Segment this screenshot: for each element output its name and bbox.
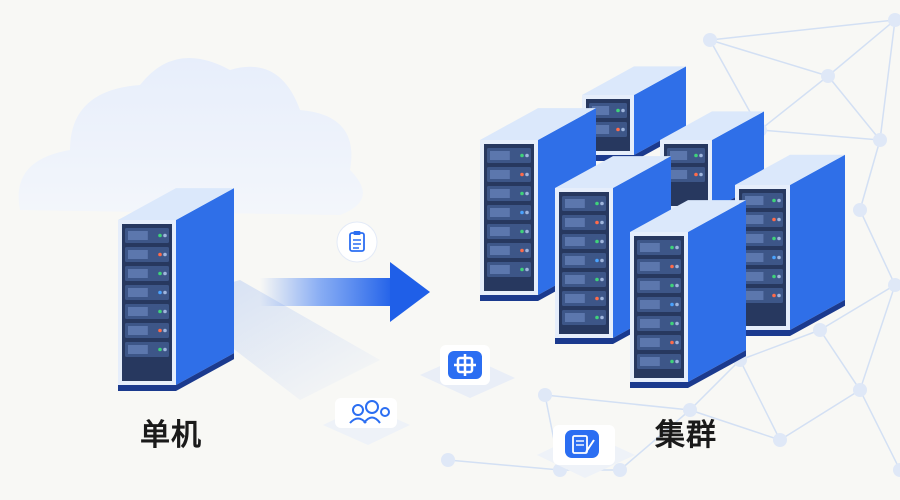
server-rack: [735, 154, 845, 336]
migration-arrow: [260, 262, 430, 322]
network-node: [888, 13, 900, 27]
server-rack: [660, 111, 764, 216]
network-node: [683, 403, 697, 417]
network-node: [703, 33, 717, 47]
server-rack: [630, 200, 746, 388]
network-node: [821, 69, 835, 83]
network-node: [813, 323, 827, 337]
server-cluster: [480, 66, 845, 388]
edit-document-icon: [537, 425, 635, 478]
network-node: [893, 463, 900, 477]
network-node: [853, 383, 867, 397]
cluster-label: 集群: [655, 418, 717, 453]
network-node: [441, 453, 455, 467]
server-rack: [118, 188, 234, 391]
background-cloud: [18, 58, 363, 215]
gear-network-icon: [420, 345, 515, 398]
network-node: [773, 433, 787, 447]
network-node: [538, 388, 552, 402]
clipboard-icon: [336, 221, 378, 263]
network-node: [853, 203, 867, 217]
team-icon: [323, 398, 410, 445]
single-label: 单机: [140, 418, 202, 453]
network-node: [888, 278, 900, 292]
network-nodes: [441, 13, 900, 477]
network-node: [613, 463, 627, 477]
single-server: [118, 188, 234, 391]
network-node: [873, 133, 887, 147]
network-mesh: [447, 19, 900, 471]
